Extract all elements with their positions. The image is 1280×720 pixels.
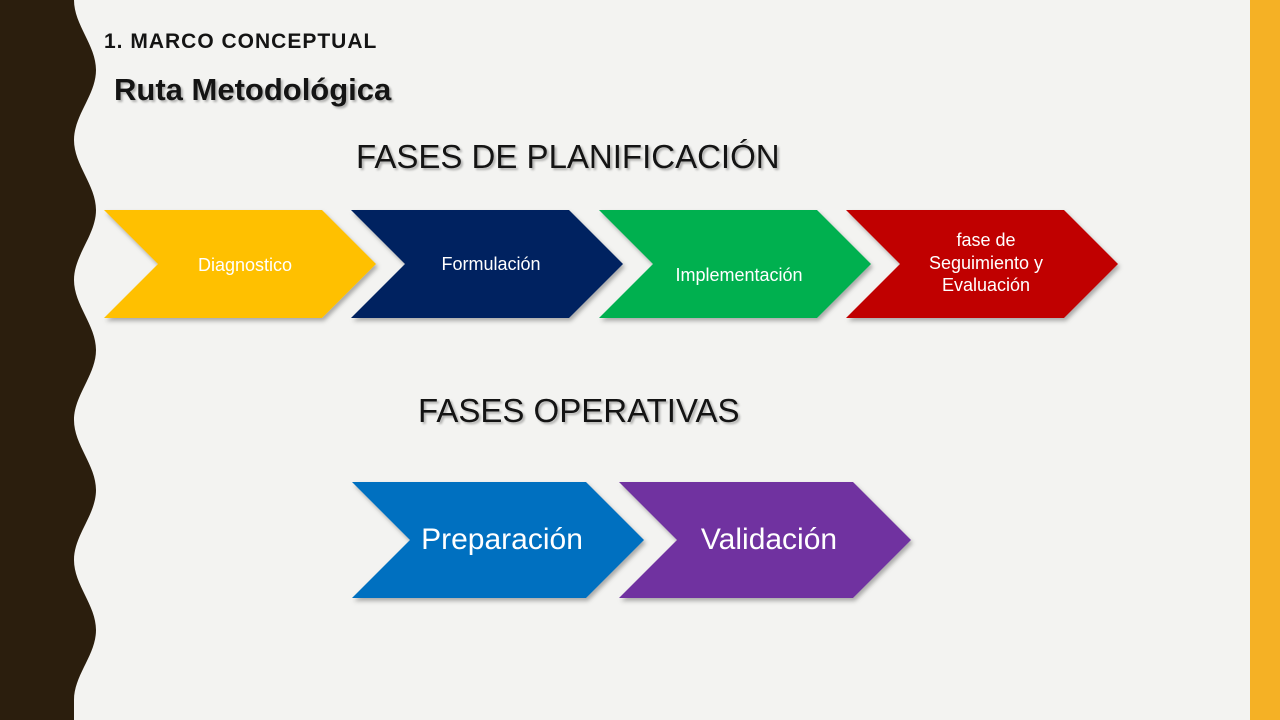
slide-title: Ruta Metodológica: [114, 72, 392, 107]
planning-phases-heading: FASES DE PLANIFICACIÓN: [356, 138, 780, 175]
decorative-wavy-band: [0, 0, 96, 720]
decorative-right-band: [1250, 0, 1280, 720]
label-formulacion: Formulación: [441, 254, 541, 274]
chevron-preparacion: [352, 482, 644, 598]
label-implementacion: Implementación: [675, 265, 803, 285]
label-validacion: Validación: [700, 523, 838, 556]
section-heading: 1. MARCO CONCEPTUAL: [104, 30, 378, 53]
chevron-formulacion: [351, 210, 623, 318]
chevron-implementacion: [599, 210, 871, 318]
operative-phases-heading: FASES OPERATIVAS: [418, 392, 740, 429]
label-diagnostico: Diagnostico: [197, 255, 293, 275]
label-seguimiento-evaluacion: fase de Seguimiento y Evaluación: [928, 230, 1044, 295]
label-preparacion: Preparación: [421, 523, 583, 556]
chevron-seguimiento-evaluacion: [846, 210, 1118, 318]
chevron-validacion: [619, 482, 911, 598]
chevron-diagnostico: [104, 210, 376, 318]
